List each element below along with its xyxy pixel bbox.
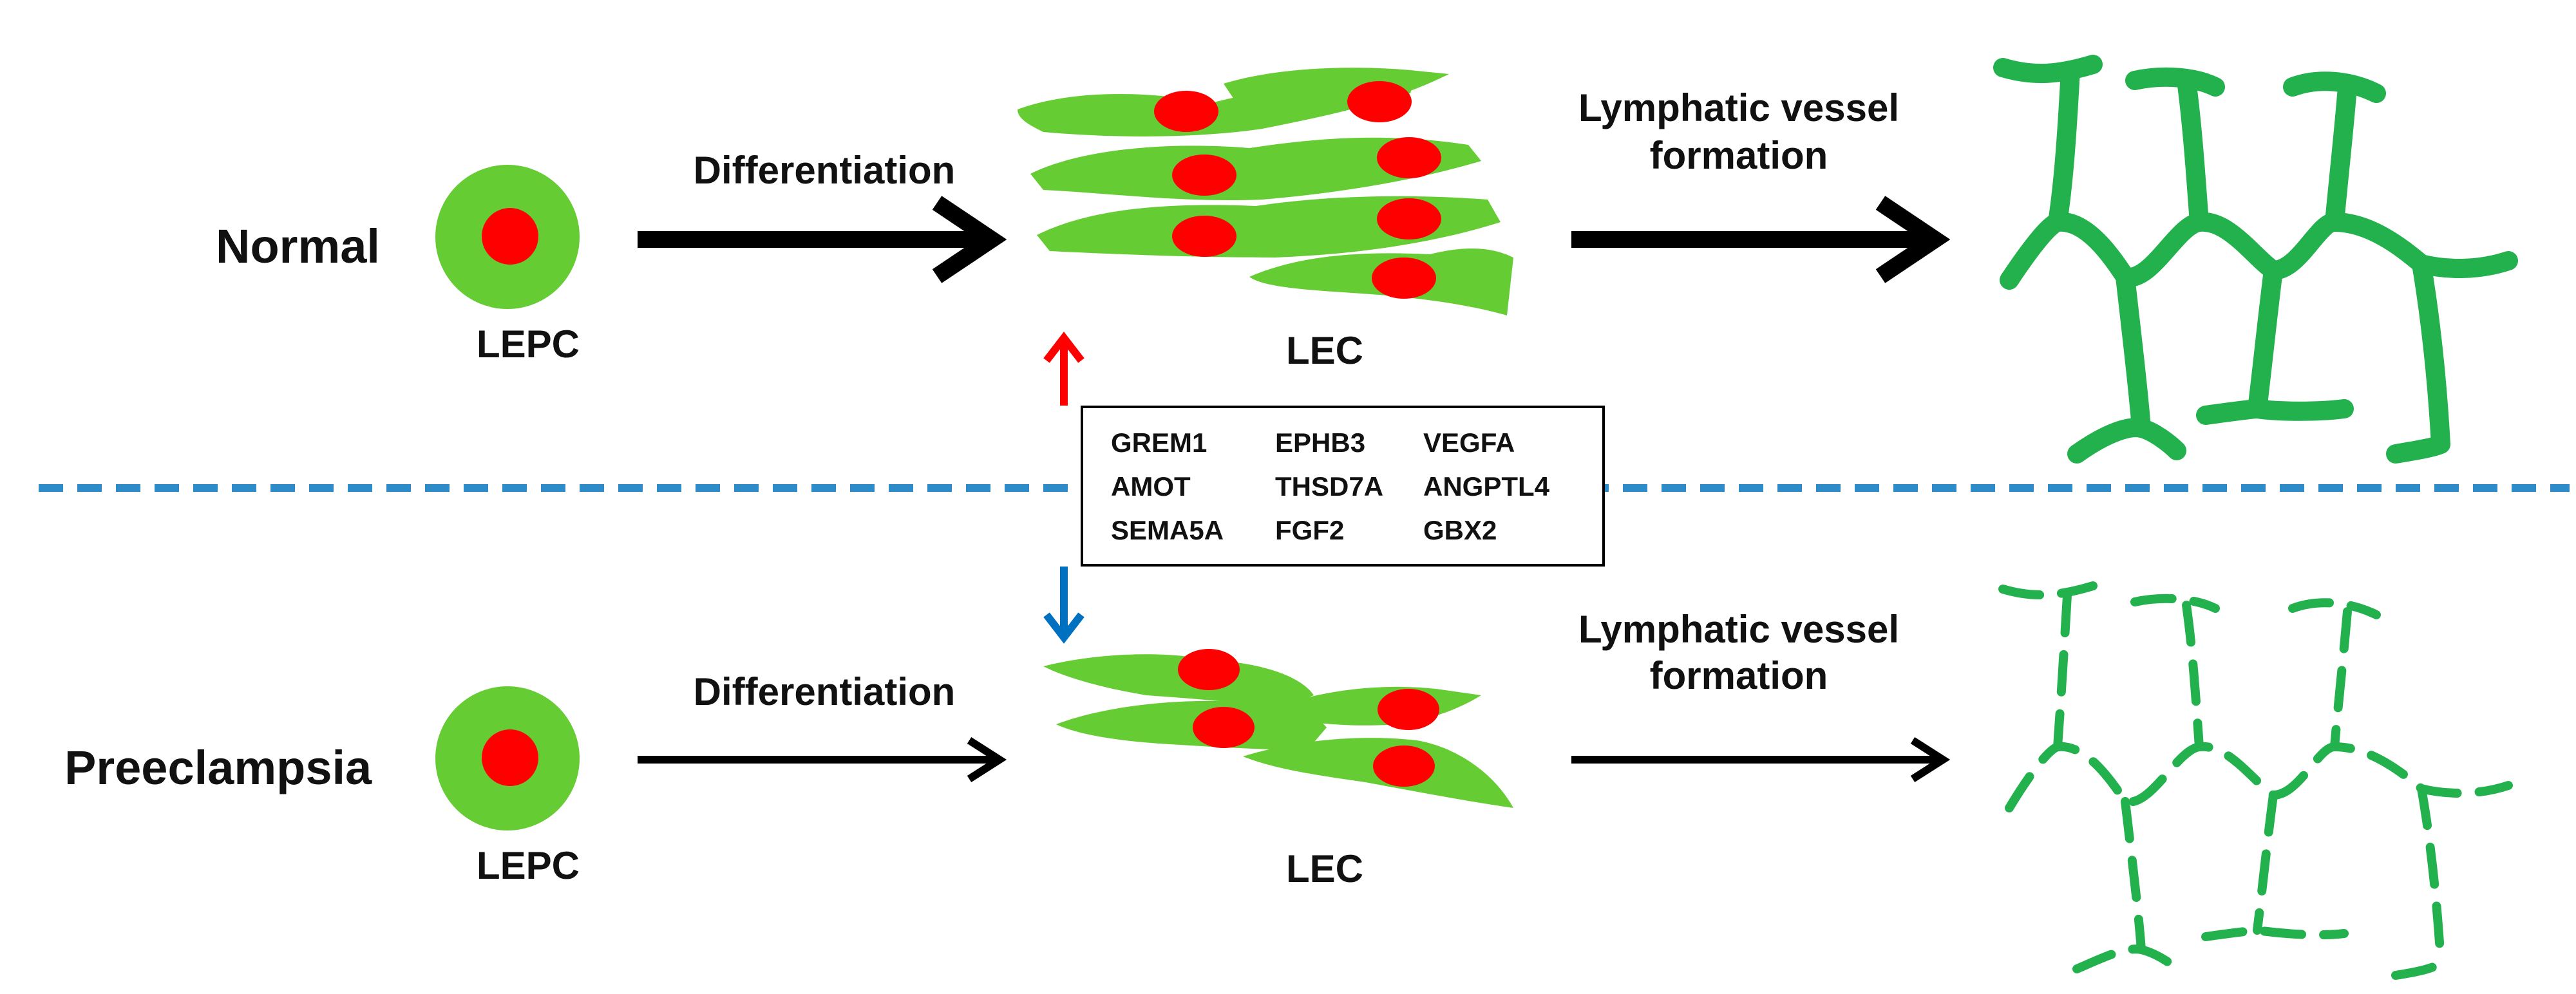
vessel-label-preeclampsia-line1: Lymphatic vessel bbox=[1578, 608, 1899, 651]
lec-label-normal: LEC bbox=[1286, 329, 1363, 372]
differentiation-arrow-normal bbox=[638, 196, 1007, 283]
vessel-label-normal-line2: formation bbox=[1650, 134, 1828, 177]
lepc-label-normal: LEPC bbox=[477, 323, 580, 366]
gene-label: GBX2 bbox=[1423, 515, 1497, 545]
gene-label: AMOT bbox=[1111, 471, 1191, 502]
vessel-label-normal-line1: Lymphatic vessel bbox=[1578, 86, 1899, 129]
condition-label-preeclampsia: Preeclampsia bbox=[64, 741, 372, 794]
gene-box: GREM1 AMOT SEMA5A EPHB3 THSD7A FGF2 VEGF… bbox=[1081, 406, 1605, 567]
down-arrow-icon bbox=[1043, 567, 1084, 644]
gene-label: GREM1 bbox=[1111, 427, 1207, 458]
vessel-formation-arrow-normal bbox=[1571, 196, 1951, 283]
up-arrow-icon bbox=[1043, 332, 1084, 406]
differentiation-arrow-preeclampsia bbox=[638, 736, 1007, 783]
gene-label: EPHB3 bbox=[1275, 427, 1365, 458]
lymphatic-network-preeclampsia bbox=[1998, 581, 2513, 980]
lepc-cell-preeclampsia bbox=[435, 686, 580, 830]
differentiation-label-preeclampsia: Differentiation bbox=[694, 670, 956, 713]
condition-label-normal: Normal bbox=[216, 220, 380, 273]
gene-label: THSD7A bbox=[1275, 471, 1383, 502]
lec-label-preeclampsia: LEC bbox=[1286, 847, 1363, 890]
normal-row: Normal LEPC Differentiation LEC Lympha bbox=[216, 55, 2518, 464]
preeclampsia-row: Preeclampsia LEPC Differentiation LEC Ly… bbox=[64, 581, 2513, 980]
gene-label: FGF2 bbox=[1275, 515, 1344, 545]
lepc-cell-normal bbox=[435, 165, 580, 309]
lec-cluster-preeclampsia bbox=[1043, 649, 1513, 808]
lymphatic-network-normal bbox=[1993, 55, 2518, 464]
lec-cluster-normal bbox=[1018, 68, 1513, 315]
vessel-label-preeclampsia-line2: formation bbox=[1650, 654, 1828, 697]
gene-label: VEGFA bbox=[1423, 427, 1515, 458]
gene-label: SEMA5A bbox=[1111, 515, 1224, 545]
vessel-formation-arrow-preeclampsia bbox=[1571, 736, 1951, 783]
lepc-label-preeclampsia: LEPC bbox=[477, 844, 580, 887]
differentiation-label-normal: Differentiation bbox=[694, 149, 956, 192]
gene-label: ANGPTL4 bbox=[1423, 471, 1550, 502]
